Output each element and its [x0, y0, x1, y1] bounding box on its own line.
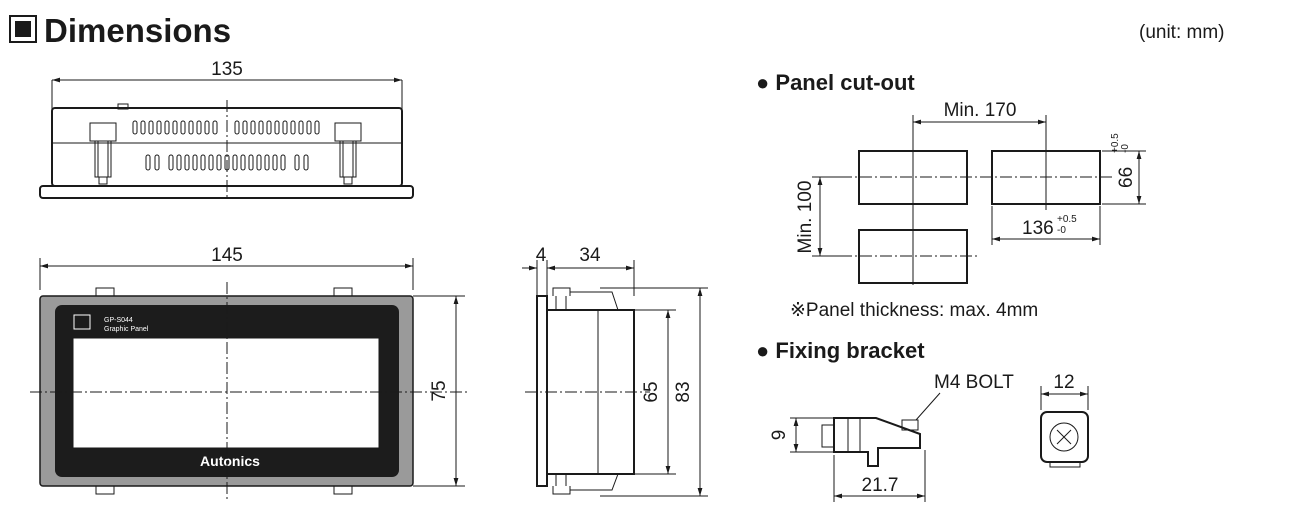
square-bullet-icon [9, 15, 37, 43]
front-mount-tabs [95, 287, 353, 495]
cut-height-tol-plus: +0.5 [1110, 133, 1121, 153]
front-width-label: 145 [211, 245, 243, 266]
top-left-bracket [89, 122, 117, 185]
section-header: Dimensions (unit: mm) [9, 12, 1225, 49]
panel-thickness-note: ※Panel thickness: max. 4mm [790, 300, 1038, 321]
panel-cutout: ● Panel cut-out Min. 170 Min. 100 136 +0… [756, 70, 1146, 321]
cut-height-tol-minus: -0 [1120, 144, 1131, 153]
top-width-label: 135 [211, 59, 243, 80]
bracket-width-label: 12 [1053, 372, 1074, 393]
min-vertical-label: Min. 100 [795, 181, 816, 254]
side-view: 4 34 65 83 [522, 245, 708, 497]
bracket-height-label: 9 [769, 430, 790, 441]
top-view: 135 [39, 59, 414, 200]
front-view: 145 GP-S044 Graphic Panel Autonics 75 [30, 245, 470, 500]
bolt-label: M4 BOLT [934, 372, 1014, 393]
front-height-label: 75 [429, 380, 450, 401]
min-horizontal-label: Min. 170 [944, 100, 1017, 121]
side-bezel [536, 295, 548, 487]
bezel-depth-label: 4 [536, 245, 547, 266]
bracket-side-drawing [821, 417, 921, 467]
cut-height-label: 66 [1116, 167, 1137, 188]
vent-slots-top-row [132, 120, 320, 135]
cut-width-label: 136 [1022, 218, 1054, 239]
vent-slots-bottom-row [145, 154, 309, 171]
brand-label: Autonics [200, 453, 260, 469]
model-label: GP-S044 [104, 317, 133, 324]
fixing-bracket: ● Fixing bracket M4 BOLT 9 21.7 12 [756, 338, 1089, 502]
body-depth-label: 34 [579, 245, 601, 266]
cut-width-tol-minus: -0 [1057, 225, 1066, 236]
bracket-front-drawing [1040, 411, 1089, 468]
top-right-bracket [334, 122, 362, 185]
fixing-bracket-heading: ● Fixing bracket [756, 338, 925, 363]
side-total-height-label: 83 [673, 381, 694, 402]
side-body-height-label: 65 [641, 381, 662, 402]
side-brackets [552, 287, 619, 495]
logo-icon [73, 314, 91, 330]
lcd-screen [72, 337, 380, 449]
page-title: Dimensions [44, 12, 231, 49]
bracket-length-label: 21.7 [862, 475, 899, 496]
cut-width-tol-plus: +0.5 [1057, 214, 1077, 225]
panel-cutout-heading: ● Panel cut-out [756, 70, 915, 95]
unit-note: (unit: mm) [1139, 22, 1225, 43]
model-sub-label: Graphic Panel [104, 326, 149, 333]
